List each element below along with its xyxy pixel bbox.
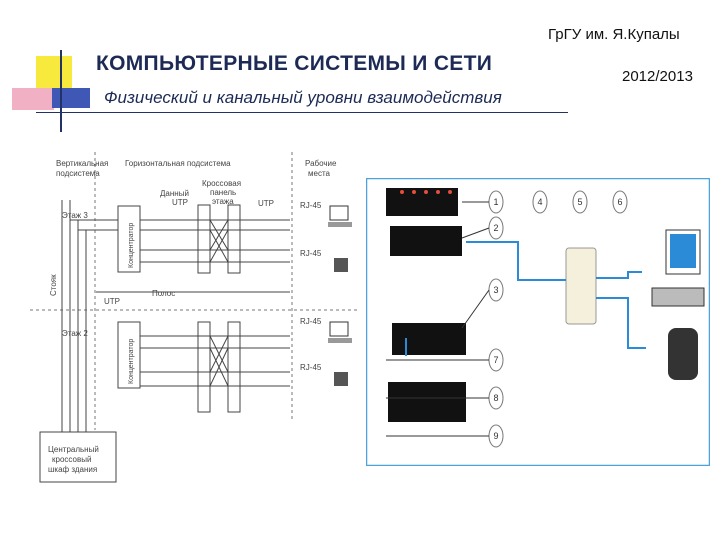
- decor-vertical-line: [60, 50, 62, 132]
- patch-panel-3: [388, 382, 466, 422]
- central-label-1: Центральный: [48, 445, 99, 454]
- floor2-pc-icon: [328, 321, 352, 343]
- patch-panel-frame: [366, 178, 710, 466]
- central-cabinet: [39, 431, 117, 483]
- callout-7: 7: [493, 355, 498, 365]
- utp-mid-label: UTP: [104, 297, 120, 306]
- wall-outlet: [565, 247, 597, 325]
- callout-4: 4: [537, 197, 542, 207]
- cross-panel-label-1: Кроссовая: [202, 179, 241, 188]
- cross-panel-label-3: этажа: [212, 197, 234, 206]
- patch-panel-diagram: 1 2 3 4 5 6 7 8 9: [366, 178, 710, 466]
- rj45-label-2: RJ-45: [300, 249, 322, 258]
- data-channel-label-2: UTP: [172, 198, 188, 207]
- university-name: ГрГУ им. Я.Купалы: [548, 26, 680, 43]
- floor3-pc-icon: [328, 205, 352, 227]
- slide-subtitle: Физический и канальный уровни взаимодейс…: [104, 88, 502, 107]
- callout-9: 9: [493, 431, 498, 441]
- floor3-phone-icon: [334, 258, 348, 272]
- data-channel-label-1: Данный: [160, 189, 189, 198]
- col-work-label-1: Рабочие: [305, 159, 337, 168]
- decor-pink-square: [12, 88, 54, 110]
- col-vertical-label-1: Вертикальная: [56, 159, 108, 168]
- decor-yellow-square: [36, 56, 72, 90]
- central-label-3: шкаф здания: [48, 465, 97, 474]
- riser-label: Стояк: [49, 274, 58, 296]
- rj45-label-4: RJ-45: [300, 363, 322, 372]
- floor3-concentrator: [117, 205, 141, 273]
- floor-slab-label: Полос: [152, 289, 175, 298]
- floor2-concentrator-label: Концентратор: [128, 339, 135, 384]
- floor2-phone-icon: [334, 372, 348, 386]
- cross-panel-label-2: панель: [210, 188, 236, 197]
- patch-panel-2: [392, 323, 466, 355]
- patch-panel-1: [390, 226, 462, 256]
- callout-5: 5: [577, 197, 582, 207]
- callout-3: 3: [493, 285, 498, 295]
- col-work-label-2: места: [308, 169, 331, 178]
- col-vertical-label-2: подсистема: [56, 169, 100, 178]
- floor3-label: Этаж 3: [62, 211, 88, 220]
- callout-8: 8: [493, 393, 498, 403]
- central-label-2: кроссовый: [52, 455, 91, 464]
- callout-2: 2: [493, 223, 498, 233]
- utp-top-label: UTP: [258, 199, 274, 208]
- rj45-label-1: RJ-45: [300, 201, 322, 210]
- rj45-label-3: RJ-45: [300, 317, 322, 326]
- slide-title: КОМПЬЮТЕРНЫЕ СИСТЕМЫ И СЕТИ: [96, 52, 493, 75]
- col-horizontal-label: Горизонтальная подсистема: [125, 159, 231, 168]
- callout-1: 1: [493, 197, 498, 207]
- floor2-concentrator: [117, 321, 141, 389]
- callout-6: 6: [617, 197, 622, 207]
- floor3-concentrator-label: Концентратор: [128, 223, 135, 268]
- academic-year: 2012/2013: [622, 68, 693, 85]
- floor2-label: Этаж 2: [62, 329, 88, 338]
- switch-panel: [386, 188, 458, 216]
- title-underline: [36, 112, 568, 113]
- pc-icon: [651, 229, 705, 307]
- phone-icon: [668, 328, 698, 380]
